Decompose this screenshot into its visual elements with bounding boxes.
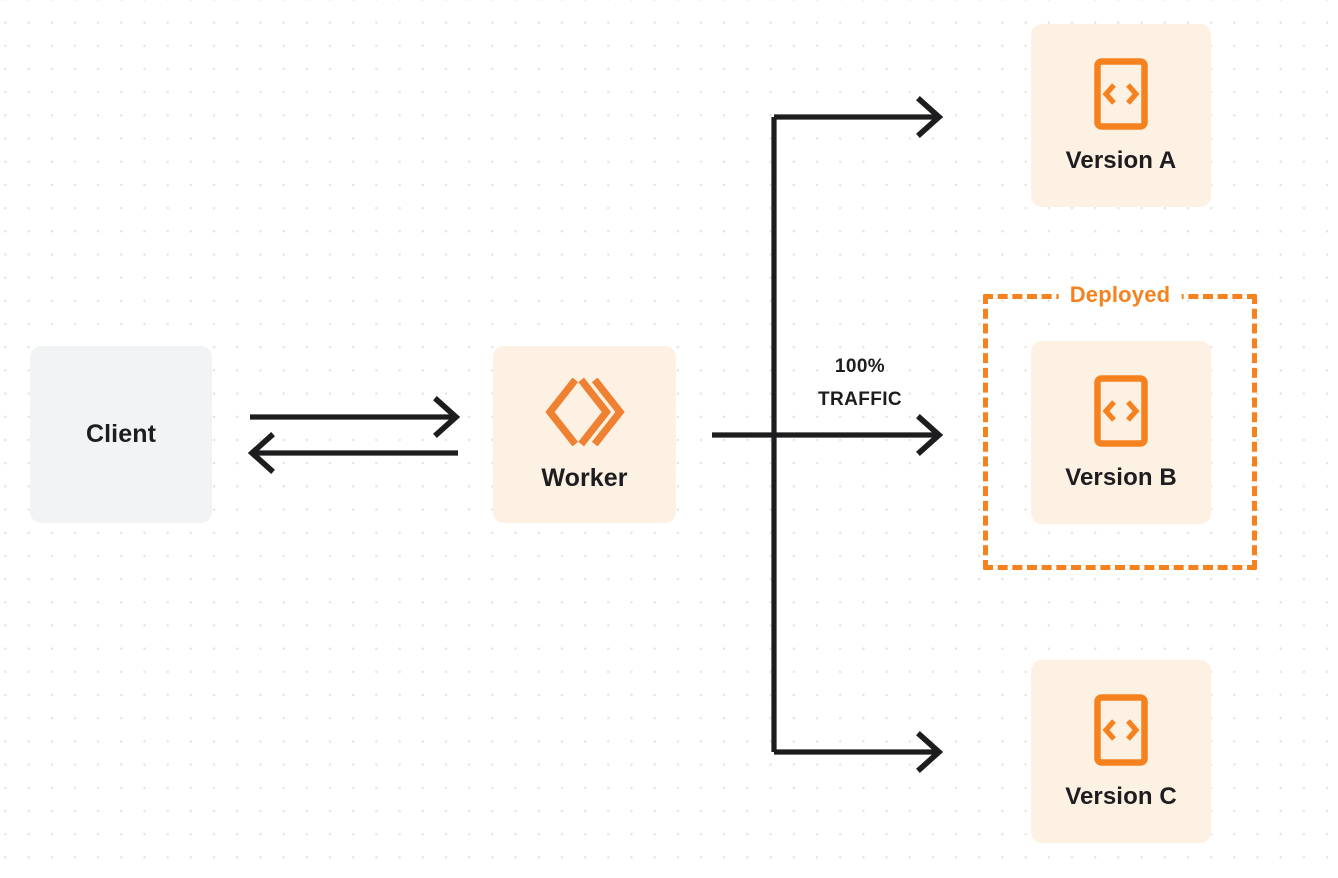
arrow-worker-to-version-c bbox=[774, 731, 944, 773]
arrow-client-to-worker bbox=[250, 396, 461, 438]
traffic-percentage-label: 100% TRAFFIC bbox=[790, 350, 930, 416]
traffic-percent-value: 100% bbox=[834, 356, 886, 377]
traffic-word-label: TRAFFIC bbox=[817, 389, 903, 410]
worker-node[interactable]: Worker bbox=[493, 346, 676, 523]
code-file-icon bbox=[1093, 57, 1149, 131]
version-b-label: Version B bbox=[1065, 463, 1177, 491]
version-c-node[interactable]: Version C bbox=[1031, 660, 1211, 843]
worker-label: Worker bbox=[541, 464, 628, 492]
deployed-group-boundary: Deployed bbox=[983, 282, 1257, 570]
client-node[interactable]: Client bbox=[30, 346, 212, 523]
client-label: Client bbox=[85, 420, 157, 448]
arrow-worker-to-version-b bbox=[916, 414, 944, 456]
version-a-label: Version A bbox=[1065, 146, 1177, 174]
arrow-worker-to-client bbox=[247, 432, 458, 474]
deployed-group-label: Deployed bbox=[1058, 282, 1182, 308]
version-a-node[interactable]: Version A bbox=[1031, 24, 1211, 207]
version-c-label: Version C bbox=[1065, 782, 1177, 810]
version-b-node[interactable]: Version B bbox=[1031, 341, 1211, 524]
code-file-icon bbox=[1093, 693, 1149, 767]
code-file-icon bbox=[1093, 374, 1149, 448]
cloudflare-workers-logo-icon bbox=[544, 376, 626, 448]
traffic-distribution-trunk bbox=[712, 117, 935, 752]
arrow-worker-to-version-a bbox=[774, 96, 944, 138]
